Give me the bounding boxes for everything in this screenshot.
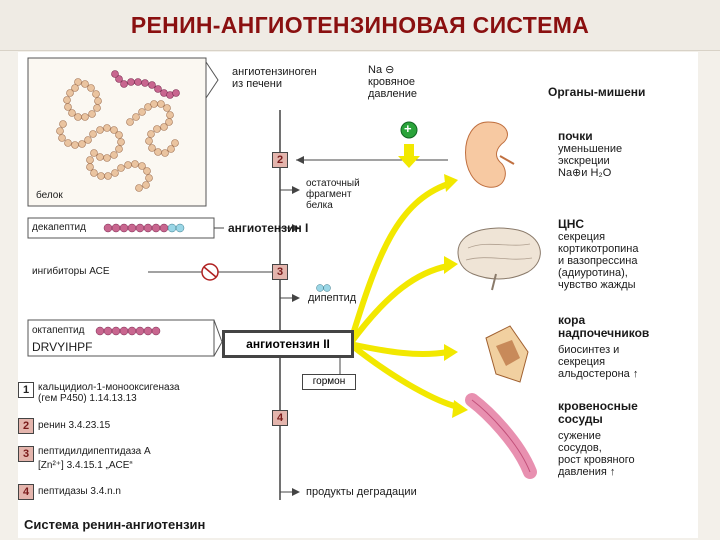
diagram-panel: белок ангиотензиноген из печени Na ⊖ кро… xyxy=(18,52,698,538)
legend-text-4: пептидазы 3.4.n.n xyxy=(38,486,121,497)
protein-coil-icon xyxy=(56,78,179,192)
decapeptide-label: декапептид xyxy=(32,222,86,233)
vessel-icon xyxy=(465,393,537,479)
kidney-icon xyxy=(465,121,508,188)
legend-num-2: 2 xyxy=(18,418,34,434)
legend-text-2: ренин 3.4.23.15 xyxy=(38,420,111,431)
legend-text-3: пептидилдипептидаза А [Zn²⁺] 3.4.15.1 „A… xyxy=(38,446,151,471)
vessels-text: кровеносные сосуды сужение сосудов, рост… xyxy=(558,399,638,479)
legend-num-4: 4 xyxy=(18,484,34,500)
step-3-box: 3 xyxy=(272,264,288,280)
legend-num-3: 3 xyxy=(18,446,34,462)
kidney-text: почки уменьшение экскреции Na⊕и H₂O xyxy=(558,129,623,180)
adrenal-text: кора надпочечников биосинтез и секреция … xyxy=(558,313,650,381)
dipeptide-label: дипептид xyxy=(308,292,357,304)
inhibitors-label: ингибиторы АСЕ xyxy=(32,266,110,277)
step-4-box: 4 xyxy=(272,410,288,426)
octapeptide-label: октапептид xyxy=(32,325,85,336)
diagram-graphics xyxy=(27,57,541,500)
brain-icon xyxy=(457,227,541,280)
page-title: РЕНИН-АНГИОТЕНЗИНОВАЯ СИСТЕМА xyxy=(130,12,590,38)
na-bp-label: Na ⊖ кровяное давление xyxy=(368,64,418,100)
sequence-label: DRVYIHPF xyxy=(32,340,93,354)
legend-text-1: кальцидиол-1-монооксигеназа (гем P450) 1… xyxy=(38,382,180,404)
hormone-box: гормон xyxy=(302,374,356,390)
angiotensinogen-label: ангиотензиноген из печени xyxy=(232,66,317,90)
title-bar: РЕНИН-АНГИОТЕНЗИНОВАЯ СИСТЕМА xyxy=(0,0,720,51)
cns-text: ЦНС секреция кортикотропина и вазопресси… xyxy=(558,217,639,292)
octapeptide-beads xyxy=(95,326,161,336)
legend-num-1: 1 xyxy=(18,382,34,398)
protein-pink-tail xyxy=(111,70,180,99)
angiotensin-2-box: ангиотензин II xyxy=(222,330,354,358)
protein-label: белок xyxy=(36,190,63,201)
yellow-arrows xyxy=(347,181,461,410)
decapeptide-beads xyxy=(103,223,169,233)
caption: Система ренин-ангиотензин xyxy=(24,517,206,532)
step-2-box: 2 xyxy=(272,152,288,168)
residual-fragment-label: остаточный фрагмент белка xyxy=(306,178,360,211)
angiotensin-1-label: ангиотензин I xyxy=(228,221,309,235)
degradation-label: продукты деградации xyxy=(306,486,417,498)
yellow-arrowheads xyxy=(444,174,468,418)
plus-sign: + xyxy=(404,121,412,136)
plus-icon xyxy=(400,121,418,139)
targets-header: Органы-мишени xyxy=(548,85,646,99)
